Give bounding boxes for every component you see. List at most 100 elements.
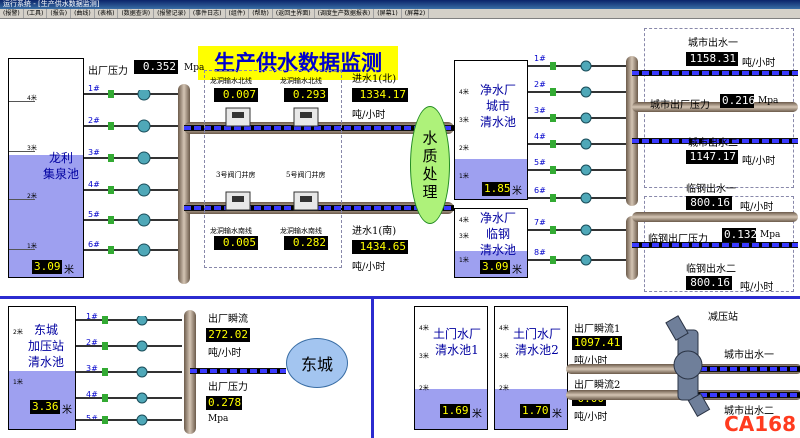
tumen-flow-2-label: 出厂瞬流2	[574, 380, 621, 391]
menu-report[interactable]: (报告)	[47, 9, 72, 18]
city-pressure-value: 0.216	[720, 94, 756, 108]
city-out-1-unit: 吨/小时	[742, 58, 776, 69]
dc-pump-number-2: 2#	[86, 338, 98, 347]
clean-pool-city-name: 净水厂城市清水池	[479, 83, 516, 129]
dongcheng-flow-value: 272.02	[206, 328, 250, 342]
right-pump-number-5: 5#	[534, 158, 546, 167]
menu-help[interactable]: (帮助)	[249, 9, 273, 18]
valve-north-1-label: 龙洞输水北线	[210, 77, 252, 85]
steel-header-pipe	[626, 216, 638, 280]
left-pump-array	[84, 90, 180, 257]
steel-out-2-value: 800.16	[686, 276, 732, 290]
city-pool-level-unit: 米	[512, 186, 522, 197]
right-pump-number-1: 1#	[534, 54, 546, 63]
inflow-south-value: 1434.65	[352, 240, 408, 254]
dongcheng-pump-array	[76, 316, 182, 426]
pump-number-3: 3#	[88, 148, 100, 157]
scada-canvas: 生产供水数据监测 4米 3米 2米 1米 龙利集泉池 3.09 米 出厂压力 0…	[0, 20, 800, 438]
menu-alarm[interactable]: (报警)	[0, 9, 24, 18]
right-pump-number-3: 3#	[534, 106, 546, 115]
menu-event-log[interactable]: (事件日志)	[190, 9, 226, 18]
right-pump-number-8: 8#	[534, 248, 546, 257]
menu-curve[interactable]: (曲线)	[71, 9, 95, 18]
tumen-flow-1-label: 出厂瞬流1	[574, 324, 621, 335]
city-header-pipe	[626, 56, 638, 206]
menu-table[interactable]: (表格)	[95, 9, 119, 18]
city-pressure-pipe	[632, 102, 798, 112]
city-out-2-unit: 吨/小时	[742, 156, 776, 167]
steel-out-pipe	[632, 242, 798, 248]
menu-tools[interactable]: (工具)	[24, 9, 48, 18]
dongcheng-out-pipe	[190, 368, 286, 374]
water-quality-treatment[interactable]: 水质处理	[410, 106, 450, 224]
city-out-1-pipe	[632, 70, 798, 76]
menu-bar: (报警) (工具) (报告) (曲线) (表格) (数据查询) (报警记录) (…	[0, 9, 800, 19]
valve-south-1-label: 龙洞输水南线	[210, 227, 252, 235]
steel-pool-level-unit: 米	[512, 265, 522, 276]
right-pump-number-4: 4#	[534, 132, 546, 141]
valve-room-3-label: 3号阀门井房	[216, 171, 256, 179]
city-out-1-label: 城市出水一	[688, 38, 738, 49]
inflow-north-label: 进水1(北)	[352, 74, 397, 85]
menu-dispatch-report[interactable]: (调度生产数据报表)	[315, 9, 375, 18]
section-divider-v	[371, 299, 374, 438]
south-flow-indicator	[184, 205, 454, 211]
tumen-pool-2-unit: 米	[552, 409, 562, 420]
pressure-valve-icon	[665, 315, 711, 417]
outlet-pressure-value: 0.352	[134, 60, 178, 74]
site-watermark: CA168	[724, 412, 796, 436]
tumen-flow-1-value: 1097.41	[572, 336, 622, 350]
pool-water-level	[9, 155, 83, 277]
dongcheng-flow-label: 出厂瞬流	[208, 314, 248, 325]
clean-pool-steel-name: 净水厂临钢清水池	[479, 211, 516, 257]
longli-pool-name: 龙利集泉池	[42, 151, 79, 181]
outlet-pressure-label: 出厂压力	[88, 66, 128, 77]
steel-out-2-label: 临钢出水二	[686, 264, 736, 275]
city-out-2-label: 城市出水二	[688, 138, 738, 149]
left-header-pipe	[178, 84, 190, 284]
tumen-out-1-label: 城市出水一	[724, 350, 774, 361]
right-pump-number-7: 7#	[534, 218, 546, 227]
right-pump-array	[528, 60, 628, 266]
steel-pressure-label: 临钢出厂压力	[648, 234, 708, 245]
dongcheng-level: 3.36	[30, 400, 60, 414]
tumen-pool-1-level: 1.69	[440, 404, 470, 418]
dongcheng-pressure-unit: Mpa	[208, 414, 229, 424]
valve-north-2-value: 0.293	[284, 88, 328, 102]
longli-level-value: 3.09	[32, 260, 62, 274]
steel-pressure-value: 0.132	[722, 228, 758, 242]
right-pump-number-6: 6#	[534, 186, 546, 195]
inflow-north-unit: 吨/小时	[352, 110, 386, 121]
menu-alarm-log[interactable]: (报警记录)	[154, 9, 190, 18]
dc-pump-number-3: 3#	[86, 364, 98, 373]
inflow-south-label: 进水1(南)	[352, 226, 397, 237]
valve-north-2-label: 龙洞输水北线	[280, 77, 322, 85]
tumen-pool-2-level: 1.70	[520, 404, 550, 418]
pressure-station-label: 减压站	[708, 312, 738, 323]
menu-home[interactable]: (返回主界面)	[273, 9, 315, 18]
pump-number-6: 6#	[88, 240, 100, 249]
dc-pump-number-5: 5#	[86, 414, 98, 423]
dongcheng-destination[interactable]: 东城	[286, 338, 348, 388]
pump-number-2: 2#	[88, 116, 100, 125]
steel-pressure-pipe	[632, 212, 798, 222]
tumen-out-1-pipe	[690, 366, 800, 372]
north-flow-indicator	[184, 125, 454, 131]
dongcheng-pressure-value: 0.278	[206, 396, 242, 410]
menu-screen-2[interactable]: (屏幕2)	[402, 9, 430, 18]
valve-south-2-value: 0.282	[284, 236, 328, 250]
menu-screen-1[interactable]: (屏幕1)	[374, 9, 402, 18]
steel-out-2-unit: 吨/小时	[740, 282, 774, 293]
steel-out-1-label: 临钢出水一	[686, 184, 736, 195]
flow-meter-icons	[225, 107, 319, 211]
steel-pressure-unit: Mpa	[760, 230, 781, 240]
menu-component[interactable]: (组件)	[226, 9, 250, 18]
outlet-pressure-unit: Mpa	[184, 63, 205, 73]
tumen-pool-1-tank: 4米 3米 2米	[414, 306, 488, 430]
section-divider-h	[0, 296, 800, 299]
page-title: 生产供水数据监测	[198, 46, 398, 80]
menu-data-query[interactable]: (数据查询)	[118, 9, 155, 18]
dc-pump-number-1: 1#	[86, 312, 98, 321]
city-out-1-value: 1158.31	[686, 52, 738, 66]
inflow-south-unit: 吨/小时	[352, 262, 386, 273]
